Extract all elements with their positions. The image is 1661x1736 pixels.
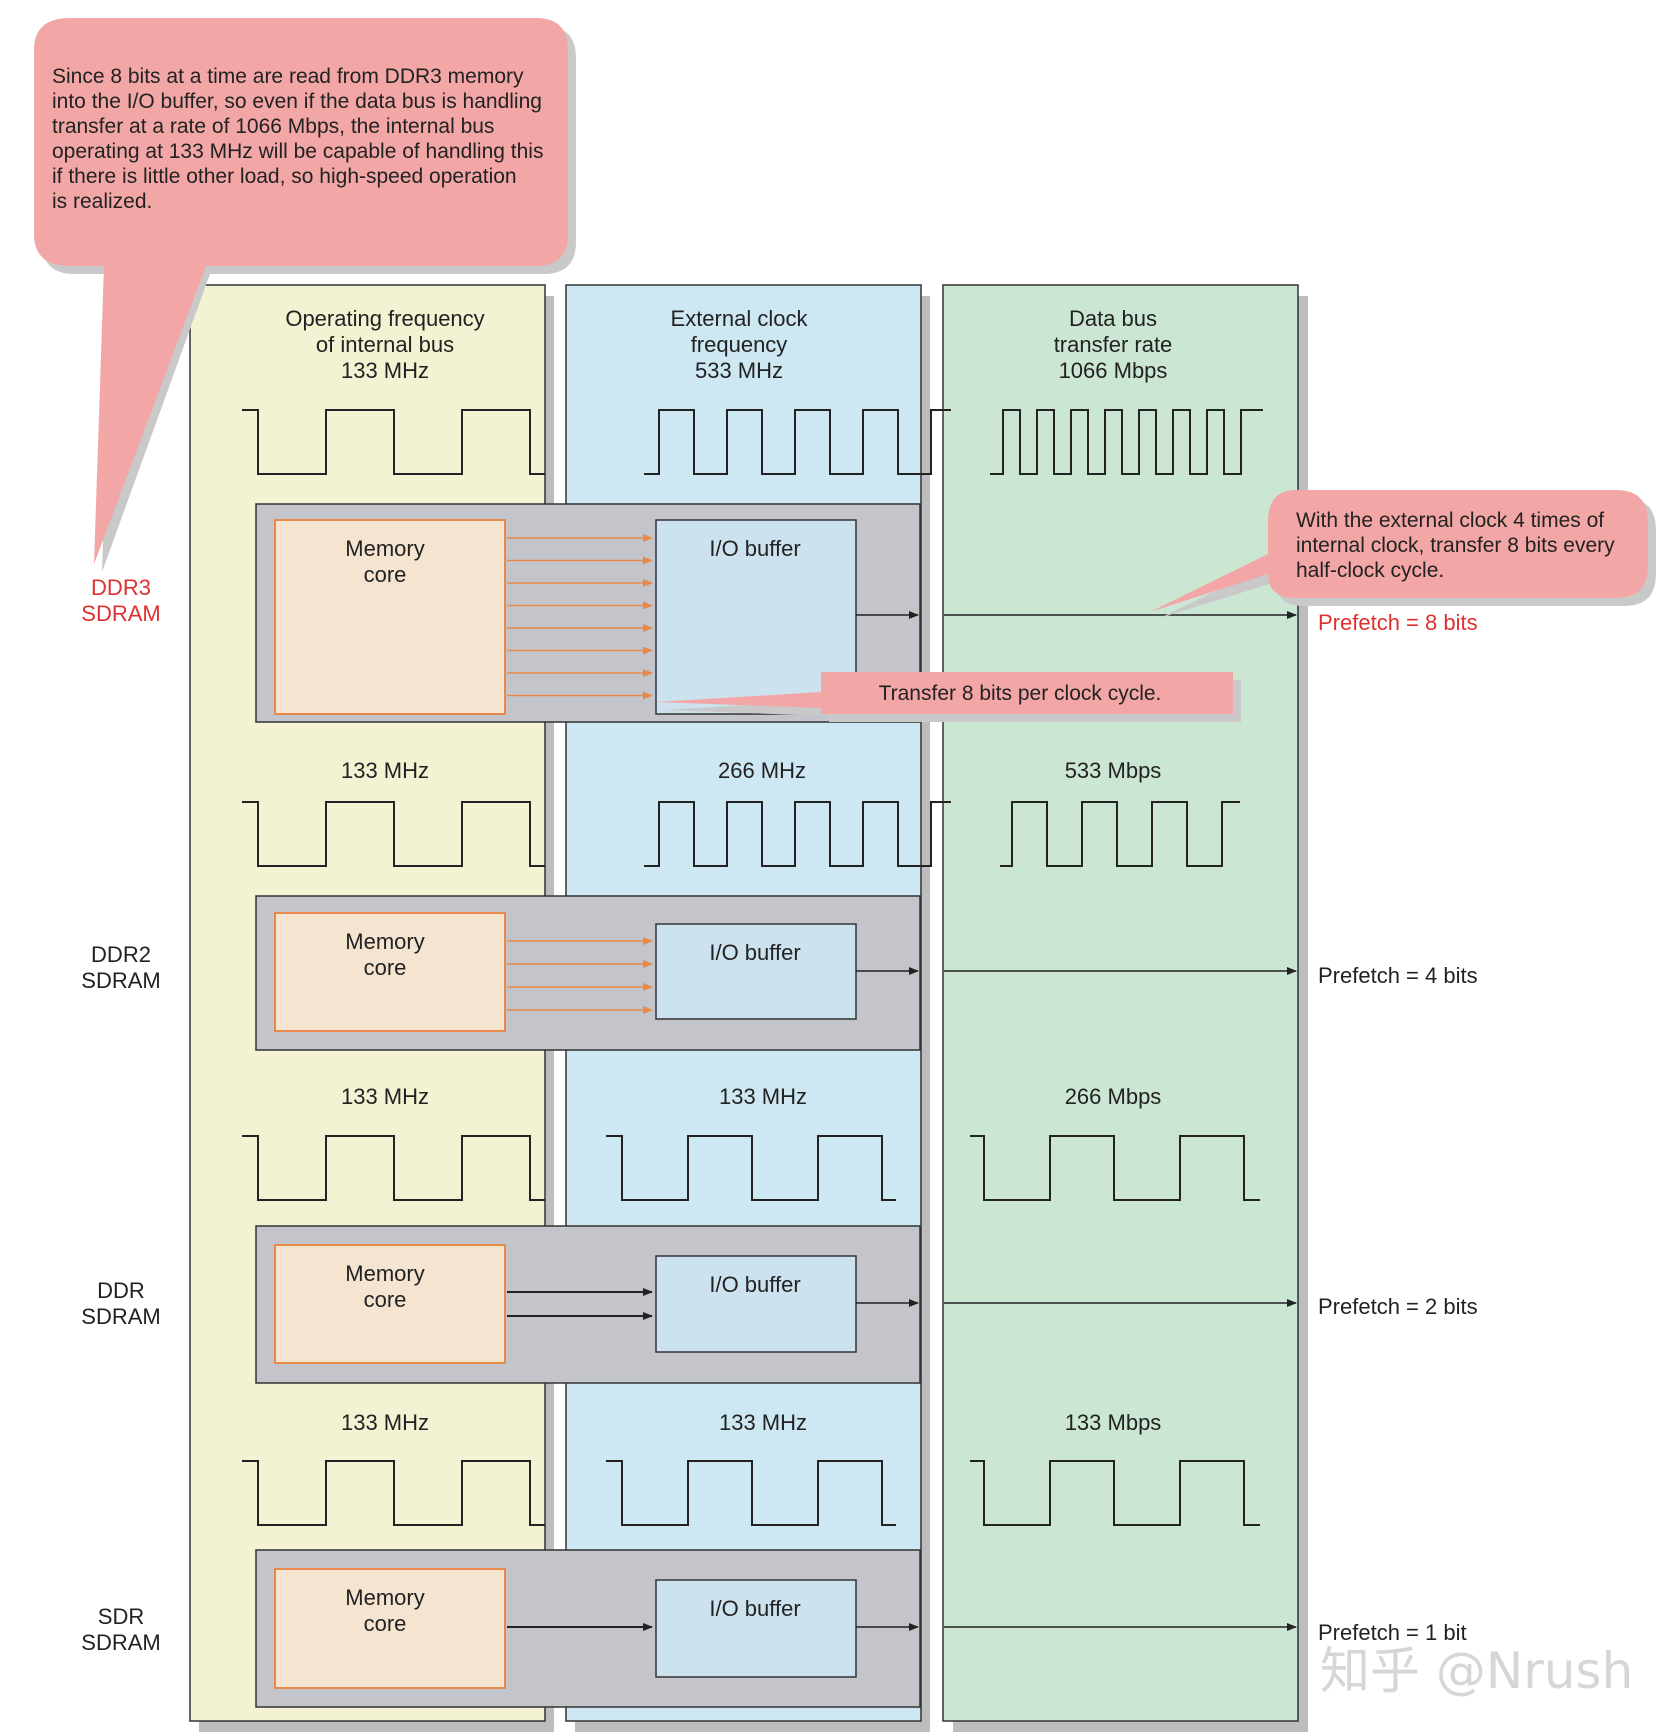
ddr3-io-buffer-label: I/O buffer bbox=[709, 536, 800, 561]
top-note-line-2: into the I/O buffer, so even if the data… bbox=[52, 90, 542, 113]
top-note-line-6: is realized. bbox=[52, 190, 152, 213]
ddr2-databus-rate: 533 Mbps bbox=[1065, 758, 1162, 783]
ddr3-internal-wave bbox=[242, 409, 545, 475]
ddr2-prefetch-label: Prefetch = 4 bits bbox=[1318, 963, 1478, 988]
right-callout: With the external clock 4 times of inter… bbox=[1150, 490, 1656, 618]
sdr-memory-core bbox=[274, 1568, 506, 1689]
ddr-io-buffer bbox=[655, 1255, 857, 1353]
ddr2-io-buffer-label: I/O buffer bbox=[709, 940, 800, 965]
top-note-line-3: transfer at a rate of 1066 Mbps, the int… bbox=[52, 115, 494, 138]
generation-names: DDR3 SDRAM DDR2 SDRAM DDR SDRAM SDR SDRA… bbox=[81, 575, 160, 1655]
row-frequency-labels: 133 MHz 266 MHz 533 Mbps 133 MHz 133 MHz… bbox=[341, 758, 1161, 1435]
ddr-io-buffer-label: I/O buffer bbox=[709, 1272, 800, 1297]
databus-title-3: 1066 Mbps bbox=[1059, 358, 1168, 383]
internal-title-1: Operating frequency bbox=[285, 306, 484, 331]
ddr3-databus-wave bbox=[990, 409, 1263, 475]
sdr-external-wave bbox=[606, 1460, 896, 1526]
sdr-name-1: SDR bbox=[98, 1604, 144, 1629]
right-note-line-3: half-clock cycle. bbox=[1296, 559, 1444, 582]
ddr2-memory-core-label-1: Memory bbox=[345, 929, 424, 954]
sdr-name-2: SDRAM bbox=[81, 1630, 160, 1655]
ddr2-name-2: SDRAM bbox=[81, 968, 160, 993]
ddr-external-wave bbox=[606, 1135, 896, 1201]
internal-title-3: 133 MHz bbox=[341, 358, 429, 383]
ddr3-name-1: DDR3 bbox=[91, 575, 151, 600]
ddr-name-1: DDR bbox=[97, 1278, 145, 1303]
column-headers: Operating frequency of internal bus 133 … bbox=[285, 306, 1172, 383]
ddr3-memory-core-label-1: Memory bbox=[345, 536, 424, 561]
transfer-callout-bubble bbox=[656, 672, 1233, 714]
ddr2-internal-wave bbox=[242, 801, 545, 867]
ddr-prefetch-label: Prefetch = 2 bits bbox=[1318, 1294, 1478, 1319]
top-note-line-4: operating at 133 MHz will be capable of … bbox=[52, 140, 543, 163]
ddr2-name-1: DDR2 bbox=[91, 942, 151, 967]
ddr2-io-buffer bbox=[655, 923, 857, 1020]
ddr2-external-freq: 266 MHz bbox=[718, 758, 806, 783]
ddr2-internal-freq: 133 MHz bbox=[341, 758, 429, 783]
ddr2-memory-core-label-2: core bbox=[364, 955, 407, 980]
sdr-databus-rate: 133 Mbps bbox=[1065, 1410, 1162, 1435]
top-note-line-1: Since 8 bits at a time are read from DDR… bbox=[52, 65, 524, 88]
ddr-databus-wave bbox=[970, 1135, 1260, 1201]
transfer-note: Transfer 8 bits per clock cycle. bbox=[879, 682, 1162, 705]
ddr3-prefetch-label: Prefetch = 8 bits bbox=[1318, 610, 1478, 635]
external-title-2: frequency bbox=[691, 332, 788, 357]
sdr-memory-core-label-1: Memory bbox=[345, 1585, 424, 1610]
ddr2-databus-wave bbox=[1000, 801, 1240, 867]
ddr-memory-core bbox=[274, 1244, 506, 1364]
transfer-callout: Transfer 8 bits per clock cycle. bbox=[656, 672, 1241, 722]
ddr-internal-wave bbox=[242, 1135, 545, 1201]
internal-title-2: of internal bus bbox=[316, 332, 454, 357]
ddr2-external-wave bbox=[644, 801, 951, 867]
sdr-prefetch-label: Prefetch = 1 bit bbox=[1318, 1620, 1467, 1645]
external-title-1: External clock bbox=[671, 306, 809, 331]
databus-title-2: transfer rate bbox=[1054, 332, 1173, 357]
sdr-memory-core-label-2: core bbox=[364, 1611, 407, 1636]
ddr3-memory-core-label-2: core bbox=[364, 562, 407, 587]
sdr-internal-freq: 133 MHz bbox=[341, 1410, 429, 1435]
top-callout: Since 8 bits at a time are read from DDR… bbox=[34, 18, 576, 572]
ddr3-name-2: SDRAM bbox=[81, 601, 160, 626]
ddr-memory-core-label-1: Memory bbox=[345, 1261, 424, 1286]
ddr3-memory-core bbox=[274, 519, 506, 715]
sdr-external-freq: 133 MHz bbox=[719, 1410, 807, 1435]
sdr-databus-wave bbox=[970, 1460, 1260, 1526]
external-title-3: 533 MHz bbox=[695, 358, 783, 383]
waveforms bbox=[242, 409, 1263, 1526]
ddr3-external-wave bbox=[644, 409, 951, 475]
right-note-line-2: internal clock, transfer 8 bits every bbox=[1296, 534, 1615, 557]
top-note-line-5: if there is little other load, so high-s… bbox=[52, 165, 517, 188]
ddr-memory-core-label-2: core bbox=[364, 1287, 407, 1312]
prefetch-labels: Prefetch = 8 bits Prefetch = 4 bits Pref… bbox=[1318, 610, 1478, 1645]
ddr-external-freq: 133 MHz bbox=[719, 1084, 807, 1109]
sdr-internal-wave bbox=[242, 1460, 545, 1526]
top-callout-bubble bbox=[34, 18, 568, 564]
ddr2-memory-core bbox=[274, 912, 506, 1032]
column-databus bbox=[942, 284, 1299, 1722]
databus-title-1: Data bus bbox=[1069, 306, 1157, 331]
watermark: 知乎 @Nrush bbox=[1320, 1642, 1633, 1700]
sdr-io-buffer bbox=[655, 1579, 857, 1678]
ddr-internal-freq: 133 MHz bbox=[341, 1084, 429, 1109]
ddr-databus-rate: 266 Mbps bbox=[1065, 1084, 1162, 1109]
ddr-name-2: SDRAM bbox=[81, 1304, 160, 1329]
right-callout-bubble bbox=[1150, 490, 1648, 612]
sdr-io-buffer-label: I/O buffer bbox=[709, 1596, 800, 1621]
right-note-line-1: With the external clock 4 times of bbox=[1296, 509, 1604, 532]
